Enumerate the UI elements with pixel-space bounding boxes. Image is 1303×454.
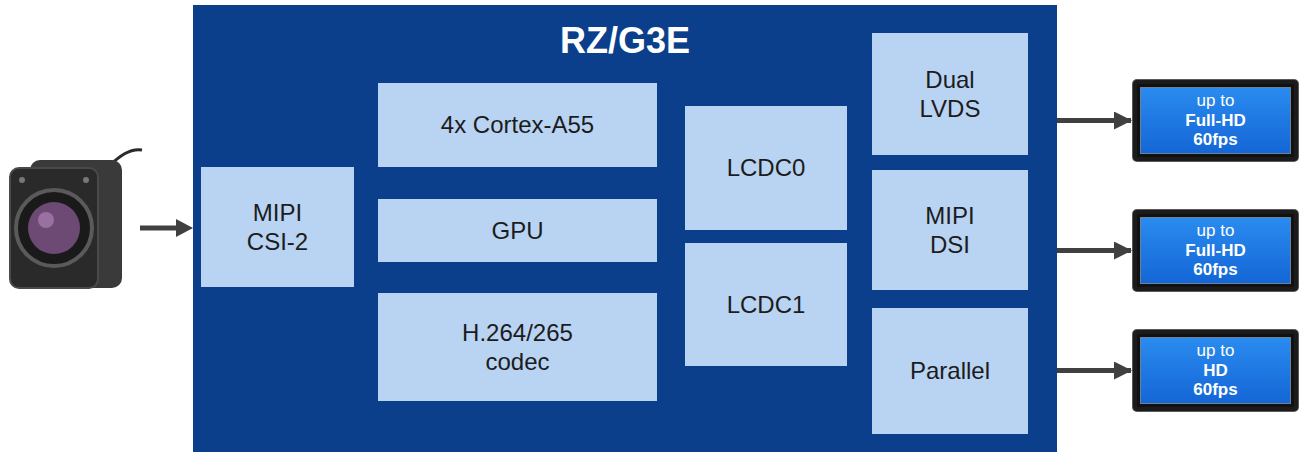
block-label: GPU bbox=[491, 216, 543, 245]
display-spec: Full-HD bbox=[1185, 241, 1245, 261]
display-panel: up toFull-HD60fps bbox=[1133, 210, 1298, 291]
display-screen: up toHD60fps bbox=[1140, 337, 1291, 404]
camera-lens-ring bbox=[16, 190, 92, 266]
block-label: MIPI CSI-2 bbox=[233, 198, 323, 257]
display-spec: 60fps bbox=[1193, 380, 1237, 400]
function-block: H.264/265 codec bbox=[378, 293, 657, 401]
display-spec: 60fps bbox=[1193, 130, 1237, 150]
block-label: LCDC0 bbox=[727, 153, 806, 182]
display-spec: up to bbox=[1197, 221, 1235, 241]
function-block: GPU bbox=[378, 199, 657, 262]
camera-screw bbox=[19, 177, 25, 183]
display-panel: up toFull-HD60fps bbox=[1133, 80, 1298, 161]
function-block: MIPI DSI bbox=[872, 170, 1028, 290]
function-block: Parallel bbox=[872, 308, 1028, 434]
input-arrow bbox=[140, 226, 178, 231]
chip-block: RZ/G3EMIPI CSI-24x Cortex-A55GPUH.264/26… bbox=[193, 5, 1057, 452]
block-label: MIPI DSI bbox=[910, 201, 990, 260]
block-label: LCDC1 bbox=[727, 290, 806, 319]
lens-highlight bbox=[38, 212, 54, 228]
display-spec: up to bbox=[1197, 91, 1235, 111]
display-spec: HD bbox=[1203, 361, 1228, 381]
camera-lens bbox=[28, 202, 80, 254]
display-spec: Full-HD bbox=[1185, 111, 1245, 131]
block-label: Parallel bbox=[910, 356, 990, 385]
display-spec: up to bbox=[1197, 341, 1235, 361]
display-spec: 60fps bbox=[1193, 260, 1237, 280]
block-label: 4x Cortex-A55 bbox=[441, 110, 594, 139]
display-screen: up toFull-HD60fps bbox=[1140, 87, 1291, 154]
function-block: LCDC0 bbox=[685, 106, 847, 230]
function-block: LCDC1 bbox=[685, 243, 847, 366]
camera-screw bbox=[83, 177, 89, 183]
function-block: Dual LVDS bbox=[872, 33, 1028, 155]
camera-body-front bbox=[10, 168, 98, 288]
display-screen: up toFull-HD60fps bbox=[1140, 217, 1291, 284]
block-label: H.264/265 codec bbox=[448, 318, 588, 377]
input-arrowhead bbox=[176, 219, 193, 237]
block-label: Dual LVDS bbox=[910, 65, 990, 124]
function-block: 4x Cortex-A55 bbox=[378, 83, 657, 167]
display-panel: up toHD60fps bbox=[1133, 330, 1298, 411]
function-block: MIPI CSI-2 bbox=[201, 167, 354, 287]
